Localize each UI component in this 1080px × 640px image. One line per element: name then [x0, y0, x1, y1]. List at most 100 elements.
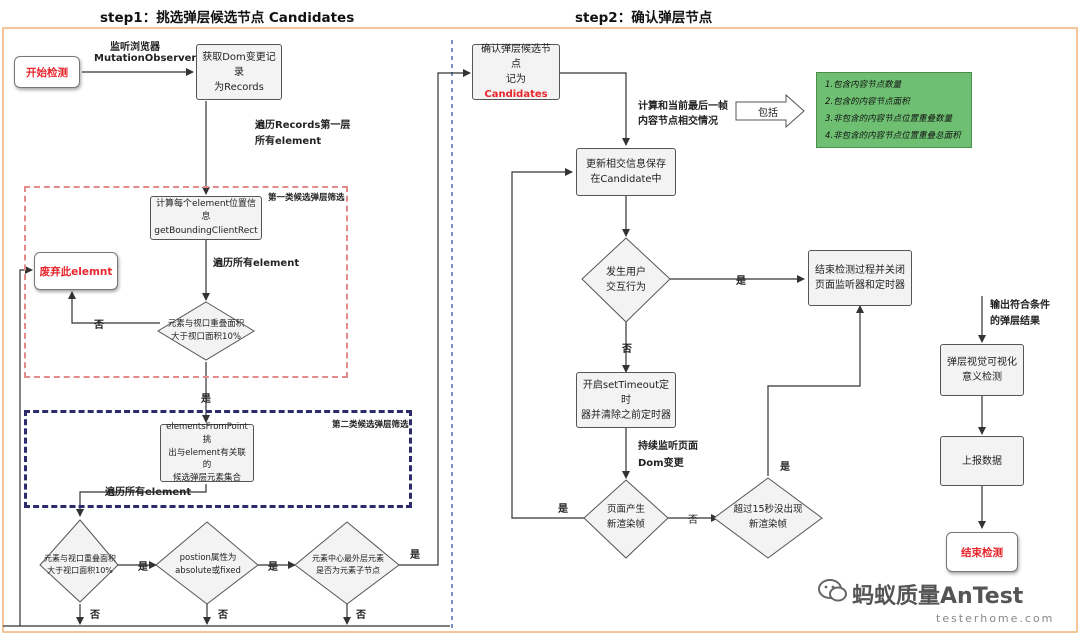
watermark-site: testerhome.com: [936, 612, 1055, 625]
diamond-overlap-1: [157, 301, 255, 361]
diamond-position-text: postion属性为 absolute或fixed: [160, 546, 256, 584]
diamond-overlap-2: [39, 519, 119, 603]
d2-line-2: 大于视口面积10%: [47, 566, 113, 575]
confirm-line-1: 确认弹层候选节点: [481, 44, 551, 70]
get-records-box: 获取Dom变更记录 为Records: [196, 44, 282, 100]
monitor-label-1: 监听浏览器: [110, 42, 160, 53]
label-no-d3: 否: [218, 610, 228, 621]
label-yes-d3: 是: [268, 562, 278, 573]
label-no-1: 否: [94, 320, 104, 331]
update-line-2: 在Candidate中: [590, 174, 662, 185]
group-first-title: 第一类候选弹层筛选: [268, 193, 345, 203]
arrow-efp-to-diamond2: [76, 484, 207, 517]
end-node: 结束检测: [946, 532, 1018, 572]
diamond-new-render: [583, 479, 669, 559]
diamond-position: [155, 521, 259, 605]
calc-intersect-label-1: 计算和当前最后一帧: [638, 101, 728, 112]
visual-check-box: 弹层视觉可视化 意义检测: [940, 344, 1024, 396]
timeout-line-2: 器并清除之前定时器: [581, 409, 671, 421]
label-no-user: 否: [622, 344, 632, 355]
arrow-discard-loop: [19, 266, 33, 626]
d3-line-1: postion属性为: [179, 552, 237, 563]
d2-line-1: 元素与视口重叠面积: [44, 553, 116, 563]
arrow-diamond1-no-to-discard: [68, 291, 160, 324]
render-line-1: 页面产生: [606, 504, 645, 516]
label-yes-1: 是: [201, 394, 211, 405]
metrics-list-box: 1.包含内容节点数量 2.包含的内容节点面积 3.非包含的内容节点位置重叠数量 …: [816, 72, 972, 148]
metric-item: 1.包含内容节点数量: [825, 80, 902, 90]
group-second-filter: [24, 410, 412, 508]
outer-frame: [2, 27, 1078, 633]
diamond-center-child-text: 元素中心最外层元素 是否为元素子节点: [298, 546, 398, 584]
d4-line-2: 是否为元素子节点: [316, 566, 380, 575]
end-listen-line-1: 结束检测过程并关闭: [815, 265, 905, 276]
arrow-render-yes-loop: [511, 168, 584, 519]
label-yes-d2: 是: [138, 562, 148, 573]
visual-line-2: 意义检测: [962, 372, 1002, 383]
header-step2: step2：确认弹层节点: [575, 10, 713, 26]
metric-item: 3.非包含的内容节点位置重叠数量: [825, 114, 953, 124]
diamond-overlap-1-text: 元素与视口重叠面积 大于视口面积10%: [158, 312, 254, 350]
traverse-all-label-2: 遍历所有element: [105, 487, 192, 498]
continue-listen-label-1: 持续监听页面: [638, 441, 698, 452]
arrow-timeout-yes: [767, 305, 864, 476]
d3-line-2: absolute或fixed: [175, 566, 241, 576]
report-label: 上报数据: [962, 455, 1002, 467]
calc-position-box: 计算每个element位置信息 getBoundingClientRect: [150, 196, 262, 240]
output-label-1: 输出符合条件: [990, 300, 1050, 311]
get-records-line-1: 获取Dom变更记录: [202, 51, 276, 78]
confirm-line-2: 记为 Candidates: [477, 72, 555, 102]
diamond-timeout: [713, 477, 823, 559]
d4-line-1: 元素中心最外层元素: [312, 553, 384, 563]
label-no-d2: 否: [90, 610, 100, 621]
label-yes-timeout: 是: [780, 462, 790, 473]
includes-arrow: [735, 93, 805, 129]
start-node: 开始检测: [14, 56, 80, 88]
label-no-d4: 否: [356, 610, 366, 621]
traverse-records-label-1: 遍历Records第一层: [255, 120, 351, 131]
discard-label: 废弃此elemnt: [39, 265, 113, 278]
confirm-prefix: 记为: [506, 74, 526, 85]
metric-item: 4.非包含的内容节点位置重叠总面积: [825, 131, 961, 141]
get-records-line-2: 为Records: [214, 81, 264, 93]
diamond-timeout-text: 超过15秒没出现 新渲染帧: [722, 500, 814, 536]
visual-line-1: 弹层视觉可视化: [947, 357, 1017, 368]
render-line-2: 新渲染帧: [606, 519, 645, 530]
group-first-filter: [24, 186, 348, 378]
output-label-2: 的弹层结果: [990, 316, 1040, 327]
update-intersection-box: 更新相交信息保存 在Candidate中: [576, 148, 676, 196]
diamond-center-child: [294, 521, 400, 605]
label-yes-d4: 是: [410, 550, 420, 561]
calc-line-1: 计算每个element位置信息: [155, 198, 257, 223]
set-timeout-box: 开启setTimeout定时 器并清除之前定时器: [576, 372, 676, 428]
calc-line-2: getBoundingClientRect: [154, 225, 258, 236]
end-label: 结束检测: [961, 546, 1003, 559]
traverse-all-label-1: 遍历所有element: [213, 258, 300, 269]
monitor-label-2: MutationObserver: [94, 53, 197, 64]
metric-item: 2.包含的内容节点面积: [825, 97, 910, 107]
group-second-title: 第二类候选弹层筛选: [332, 420, 409, 430]
user-line-2: 交互行为: [606, 282, 646, 293]
elements-from-point-box: elementsFromPoint挑 出与element有关联的 候选弹层元素集…: [160, 422, 254, 484]
user-line-1: 发生用户: [606, 266, 646, 278]
watermark-brand: 蚂蚁质量AnTest: [852, 584, 1024, 609]
timeout-line-1: 开启setTimeout定时: [582, 379, 670, 406]
wechat-icon: [818, 578, 848, 604]
discard-node: 废弃此elemnt: [34, 252, 118, 290]
candidates-text: Candidates: [484, 89, 548, 100]
end-listen-line-2: 页面监听器和定时器: [815, 280, 905, 291]
efp-line-3: 候选弹层元素集合: [172, 473, 241, 484]
efp-line-1: elementsFromPoint挑: [166, 422, 248, 445]
report-data-box: 上报数据: [940, 436, 1024, 486]
update-line-1: 更新相交信息保存: [586, 159, 666, 170]
efp-line-2: 出与element有关联的: [168, 447, 246, 471]
includes-label: 包括: [758, 108, 778, 119]
diamond-render-text: 页面产生 新渲染帧: [592, 500, 660, 536]
arrow-confirm-to-update: [560, 72, 630, 146]
arrow-d4-yes-to-confirm: [399, 69, 471, 566]
timeout-d-line-2: 新渲染帧: [748, 519, 787, 530]
label-yes-render: 是: [558, 504, 568, 515]
label-yes-user: 是: [736, 276, 746, 287]
